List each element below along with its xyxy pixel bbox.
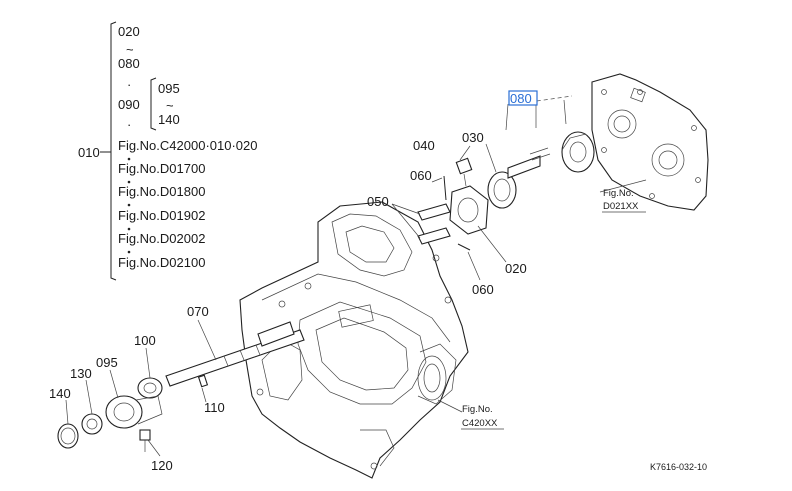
legend-item-020: 020: [118, 24, 140, 39]
part-095-bearing-housing[interactable]: [105, 395, 163, 429]
part-030-seal[interactable]: [487, 171, 517, 209]
legend-dot-mark: [127, 157, 131, 161]
legend-fig-c42000: Fig.No.C42000·010·020: [118, 138, 257, 153]
part-050-shims[interactable]: [417, 203, 451, 245]
part-060-bolts[interactable]: [443, 175, 471, 251]
legend-fig-d02002: Fig.No.D02002: [118, 231, 205, 246]
callout-070[interactable]: 070: [187, 304, 209, 319]
legend-item-095: 095: [158, 81, 180, 96]
legend-fig-d01902: Fig.No.D01902: [118, 208, 205, 223]
part-020-bushing[interactable]: [449, 185, 489, 235]
legend-item-140: 140: [158, 112, 180, 127]
legend-dot-mark: [127, 203, 131, 207]
highlight-box-080: [508, 90, 538, 106]
part-100-collar[interactable]: [137, 377, 163, 399]
ref-d021-line1[interactable]: Fig.No.: [603, 188, 634, 199]
legend-dot: ·: [127, 117, 131, 132]
legend-dot: ·: [127, 77, 131, 92]
drawing-code: K7616-032-10: [650, 462, 707, 472]
ref-c420-line2[interactable]: C420XX: [462, 418, 498, 429]
callouts: 080 040 030 060 050 020 060 070 100 095 …: [49, 90, 538, 473]
part-140-snap-ring[interactable]: [57, 423, 79, 449]
legend-dot-mark: [127, 180, 131, 184]
callout-130[interactable]: 130: [70, 366, 92, 381]
callout-020[interactable]: 020: [505, 261, 527, 276]
legend-bracket-main: [110, 21, 117, 281]
part-110-key[interactable]: [197, 374, 209, 388]
callout-040[interactable]: 040: [413, 138, 435, 153]
callout-050[interactable]: 050: [367, 194, 389, 209]
callout-140[interactable]: 140: [49, 386, 71, 401]
callout-030[interactable]: 030: [462, 130, 484, 145]
legend-dot-mark: [127, 227, 131, 231]
callout-110[interactable]: 110: [204, 400, 225, 415]
callout-095[interactable]: 095: [96, 355, 118, 370]
housing-plate[interactable]: [591, 73, 709, 211]
part-120-bolt[interactable]: [139, 429, 151, 452]
ref-d021-line2[interactable]: D021XX: [603, 201, 639, 212]
legend-bracket-sub: [150, 77, 157, 131]
ref-c420-line1[interactable]: Fig.No.: [462, 404, 493, 415]
part-040-block[interactable]: [455, 157, 473, 187]
legend-fig-d01700: Fig.No.D01700: [118, 161, 205, 176]
legend-fig-d01800: Fig.No.D01800: [118, 184, 205, 199]
callout-100[interactable]: 100: [134, 333, 156, 348]
legend-tilde: ~: [126, 42, 134, 57]
figure-refs: Fig.No. D021XX Fig.No. C420XX: [461, 188, 646, 430]
legend-fig-d02100: Fig.No.D02100: [118, 255, 205, 270]
callout-080[interactable]: 080: [510, 91, 532, 106]
legend-root: 010: [78, 145, 100, 160]
legend-item-080: 080: [118, 56, 140, 71]
legend-dot-mark: [127, 250, 131, 254]
callout-060-lower[interactable]: 060: [472, 282, 494, 297]
part-130-bearing[interactable]: [81, 413, 103, 435]
part-080-kit[interactable]: [507, 131, 595, 179]
legend-tilde: ~: [166, 98, 174, 113]
part-070-shaft[interactable]: [165, 321, 305, 387]
legend-tree: 010 020 ~ 080 · 090 · 095 ~ 140 Fig.No.C…: [78, 21, 257, 281]
legend-item-090: 090: [118, 97, 140, 112]
callout-060-upper[interactable]: 060: [410, 168, 432, 183]
transmission-case[interactable]: [239, 201, 469, 479]
callout-120[interactable]: 120: [151, 458, 173, 473]
